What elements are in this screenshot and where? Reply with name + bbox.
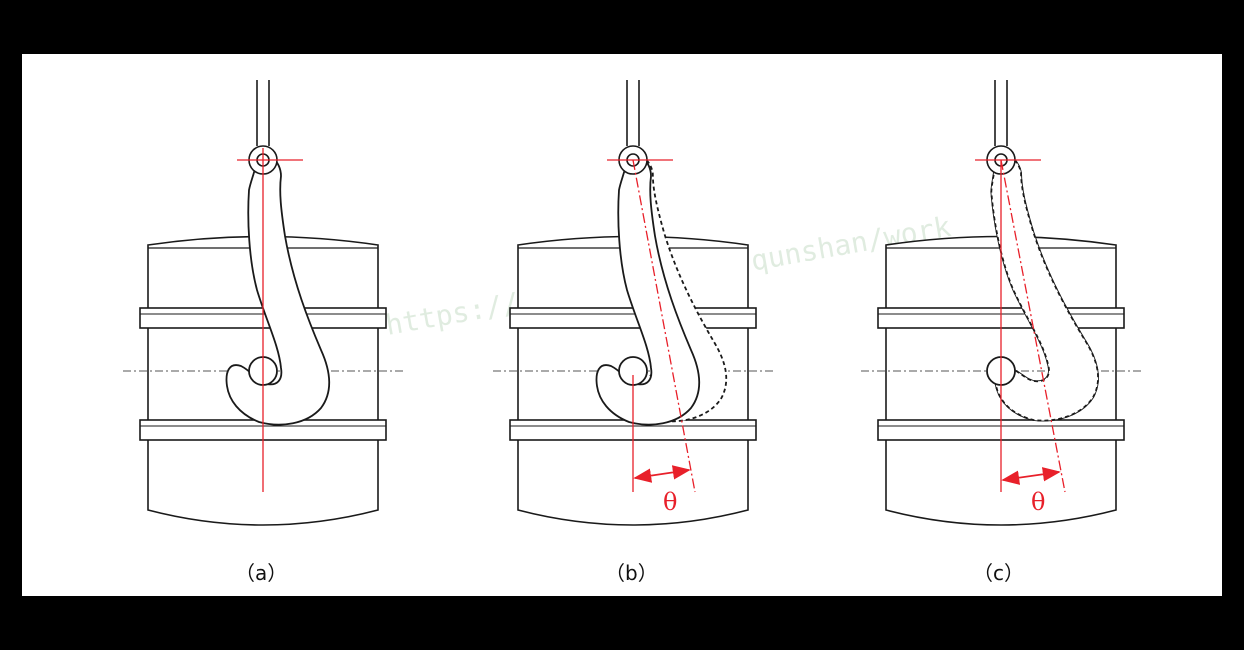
panel-a: （a）	[122, 79, 404, 585]
angle-symbol-b: θ	[663, 488, 677, 516]
panel-label-b: （b）	[605, 561, 658, 585]
panel-c: θ （c）	[860, 79, 1142, 585]
angle-arrow-b	[633, 465, 691, 483]
angle-arrow-c	[1001, 467, 1061, 485]
panel-label-a: （a）	[235, 561, 287, 585]
inclined-line-c	[1000, 159, 1066, 493]
inclined-line-b	[632, 159, 696, 493]
panel-b: θ （b）	[492, 79, 774, 585]
angle-symbol-c: θ	[1031, 488, 1045, 516]
panel-label-c: （c）	[973, 561, 1024, 585]
